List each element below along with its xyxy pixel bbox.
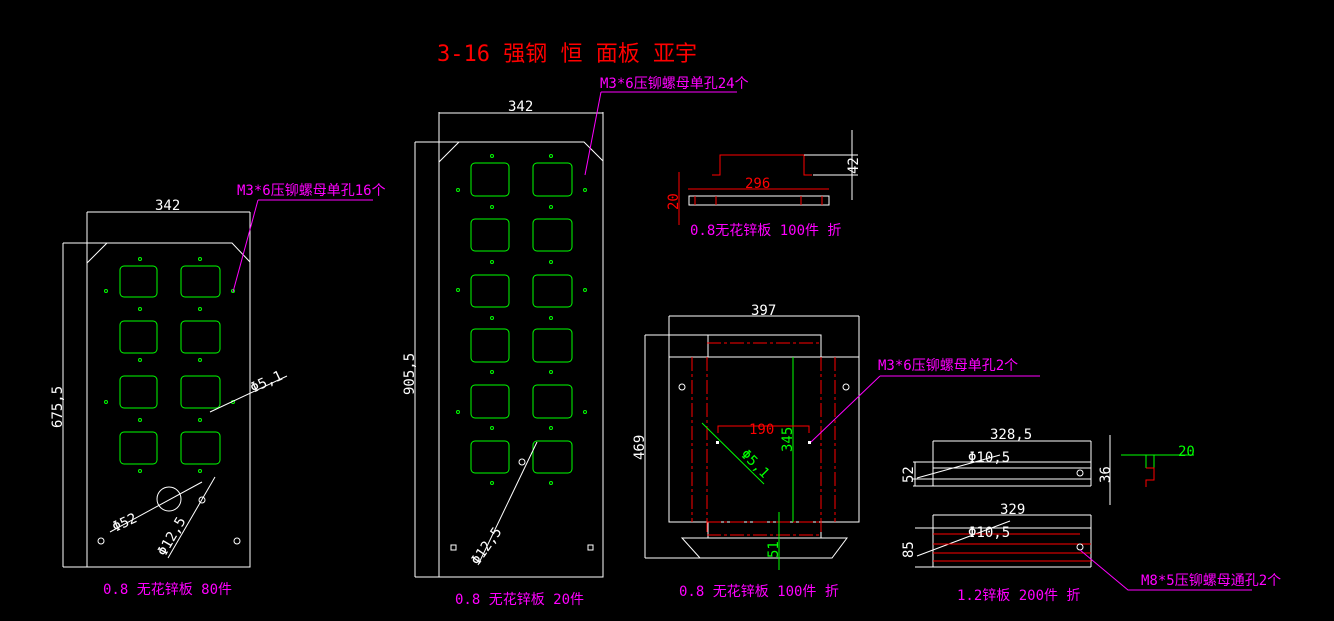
panel-1-cutouts [104, 257, 235, 473]
panel-2-cutouts [456, 154, 587, 485]
panel-4-note: M3*6压铆螺母单孔2个 [878, 358, 1018, 374]
panel-2-height-dim: 905,5 [402, 353, 418, 395]
panel-4-width-dim: 397 [751, 303, 776, 319]
panel-1-hole-dim: Φ5,1 [248, 368, 285, 397]
panel-5-top-height-dim: 52 [901, 466, 917, 483]
drawing-title: 3-16 强钢 恒 面板 亚宇 [437, 42, 697, 67]
panel-1-note: M3*6压铆螺母单孔16个 [237, 183, 386, 199]
panel-5-top-hole-dim: Φ10,5 [968, 450, 1010, 466]
panel-4-hole-span-dim: 190 [749, 422, 774, 438]
panel-4-caption: 0.8 无花锌板 100件 折 [679, 584, 839, 600]
panel-1-height-dim: 675,5 [50, 386, 66, 428]
panel-4-bottom-dim: 51 [766, 541, 782, 558]
panel-2-width-dim: 342 [508, 99, 533, 115]
panel-3-height-dim: 20 [666, 193, 682, 210]
panel-4-height-dim: 469 [632, 435, 648, 460]
panel-3-flange-dim: 42 [846, 157, 862, 174]
panel-5-bottom-height-dim: 85 [901, 541, 917, 558]
panel-1-width-dim: 342 [155, 198, 180, 214]
panel-3-caption: 0.8无花锌板 100件 折 [690, 223, 841, 239]
panel-1-small-hole-dim: Φ12,5 [155, 514, 190, 559]
panel-5-caption: 1.2锌板 200件 折 [957, 588, 1080, 604]
panel-4-inner-height-dim: 345 [780, 427, 796, 452]
panel-5-bottom-hole-dim: Φ10,5 [968, 525, 1010, 541]
panel-4: 397 469 190 345 Φ5,1 51 M3*6压铆螺母单孔2个 0.8… [632, 303, 1040, 600]
panel-5: 328,5 Φ10,5 52 36 20 329 Φ10,5 85 M8*5压铆… [901, 427, 1281, 604]
panel-1: 342 675,5 Φ5,1 Φ52 Φ12,5 M3*6压铆螺母单孔16个 0… [50, 183, 386, 598]
panel-4-hole-dim: Φ5,1 [737, 447, 772, 482]
panel-2-caption: 0.8 无花锌板 20件 [455, 592, 584, 608]
panel-2-note: M3*6压铆螺母单孔24个 [600, 76, 749, 92]
panel-5-top-height2-dim: 36 [1098, 466, 1114, 483]
panel-5-profile-dim: 20 [1178, 444, 1195, 460]
panel-5-note: M8*5压铆螺母通孔2个 [1141, 573, 1281, 589]
panel-3-length-dim: 296 [745, 176, 770, 192]
panel-5-bottom-length-dim: 329 [1000, 502, 1025, 518]
panel-5-top-length-dim: 328,5 [990, 427, 1032, 443]
panel-2: 342 905,5 Φ12,5 M3*6压铆螺母单孔24个 0.8 无花锌板 2… [402, 76, 749, 608]
panel-1-big-hole-dim: Φ52 [110, 510, 140, 535]
panel-3: 296 20 42 0.8无花锌板 100件 折 [666, 130, 862, 239]
panel-1-caption: 0.8 无花锌板 80件 [103, 582, 232, 598]
panel-2-small-hole-dim: Φ12,5 [468, 525, 505, 569]
